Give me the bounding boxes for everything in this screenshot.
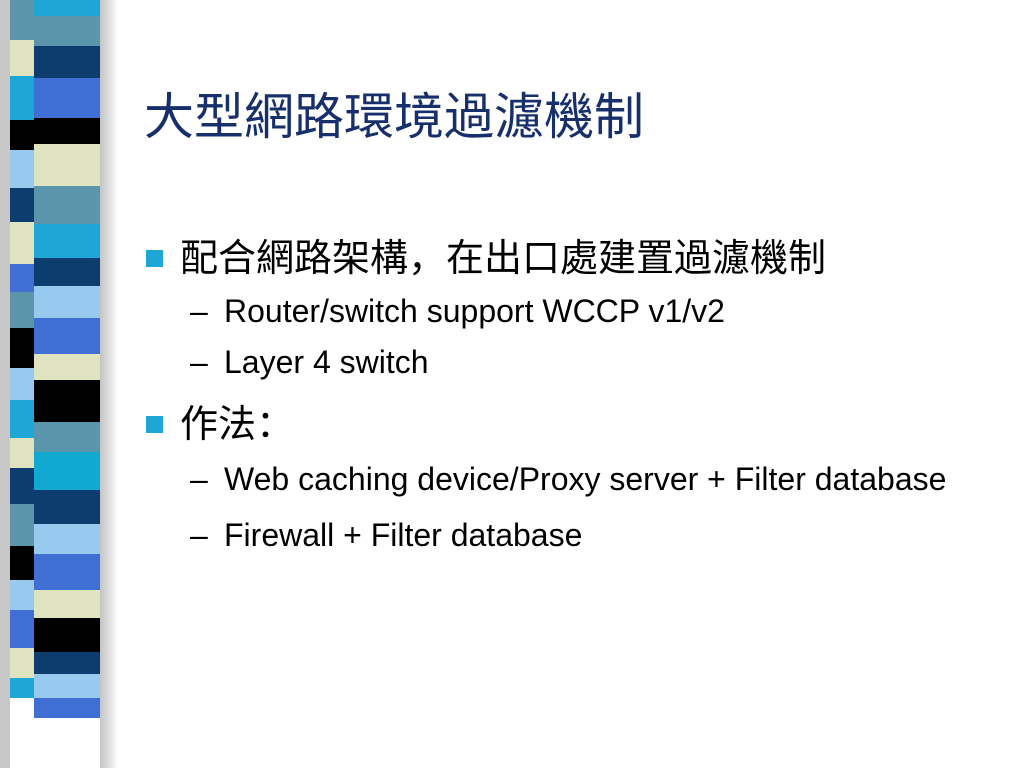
stripe-block — [34, 0, 100, 16]
stripe-block — [34, 258, 100, 286]
stripe-cap-block — [10, 264, 34, 292]
stripe-cap-block — [10, 610, 34, 648]
stripe-cap-block — [10, 400, 34, 438]
stripe-cap-block — [10, 222, 34, 264]
stripe-block — [34, 674, 100, 698]
decorative-stripe-inner — [10, 0, 34, 768]
stripe-block — [34, 380, 100, 422]
sub-item-1-2-text: Layer 4 switch — [224, 344, 429, 380]
dash-marker: – — [190, 461, 208, 497]
sub-item-2-2: – Firewall + Filter database — [146, 512, 996, 559]
decorative-stripe-shadow — [100, 0, 118, 768]
decorative-stripe-edge — [0, 0, 10, 768]
bullet-item-2: 作法： — [146, 394, 996, 454]
bullet-item-1-text: 配合網路架構，在出口處建置過濾機制 — [180, 236, 827, 280]
dash-marker: – — [190, 293, 208, 329]
stripe-cap-block — [10, 40, 34, 76]
stripe-cap-block — [10, 292, 34, 328]
bullet-list: 配合網路架構，在出口處建置過濾機制 – Router/switch suppor… — [146, 228, 996, 559]
stripe-block — [34, 318, 100, 354]
sub-item-2-2-text: Firewall + Filter database — [224, 517, 583, 553]
square-bullet-icon — [146, 416, 163, 433]
bullet-item-1: 配合網路架構，在出口處建置過濾機制 — [146, 228, 996, 288]
dash-marker: – — [190, 517, 208, 553]
decorative-stripe — [34, 0, 100, 768]
stripe-block — [34, 16, 100, 46]
square-bullet-icon — [146, 250, 163, 267]
stripe-block — [34, 224, 100, 258]
stripe-cap-block — [10, 120, 34, 150]
stripe-block — [34, 698, 100, 718]
stripe-block — [34, 144, 100, 186]
stripe-block — [34, 186, 100, 224]
stripe-cap-block — [10, 580, 34, 610]
stripe-block — [34, 652, 100, 674]
stripe-cap-block — [10, 468, 34, 504]
stripe-cap-block — [10, 0, 34, 40]
slide-title: 大型網路環境過濾機制 — [144, 88, 644, 146]
stripe-block — [34, 490, 100, 524]
stripe-block — [34, 590, 100, 618]
sub-item-2-1: – Web caching device/Proxy server + Filt… — [146, 456, 996, 503]
stripe-cap-block — [10, 328, 34, 368]
sub-item-1-2: – Layer 4 switch — [146, 339, 996, 386]
stripe-block — [34, 422, 100, 452]
sub-item-1-1-text: Router/switch support WCCP v1/v2 — [224, 293, 725, 329]
stripe-block — [34, 286, 100, 318]
stripe-block — [34, 524, 100, 554]
stripe-block — [34, 118, 100, 144]
stripe-cap-block — [10, 76, 34, 120]
stripe-block — [34, 618, 100, 652]
stripe-block — [34, 354, 100, 380]
bullet-item-2-text: 作法： — [180, 402, 295, 446]
dash-marker: – — [190, 344, 208, 380]
stripe-block — [34, 452, 100, 490]
stripe-cap-block — [10, 504, 34, 546]
stripe-cap-block — [10, 546, 34, 580]
stripe-cap-block — [10, 648, 34, 678]
stripe-cap-block — [10, 368, 34, 400]
stripe-cap-block — [10, 678, 34, 698]
stripe-cap-block — [10, 438, 34, 468]
stripe-block — [34, 554, 100, 590]
stripe-block — [34, 46, 100, 78]
stripe-cap-block — [10, 188, 34, 222]
sub-item-2-1-text: Web caching device/Proxy server + Filter… — [224, 461, 947, 497]
sub-item-1-1: – Router/switch support WCCP v1/v2 — [146, 288, 996, 335]
stripe-block — [34, 78, 100, 118]
stripe-cap-block — [10, 150, 34, 188]
